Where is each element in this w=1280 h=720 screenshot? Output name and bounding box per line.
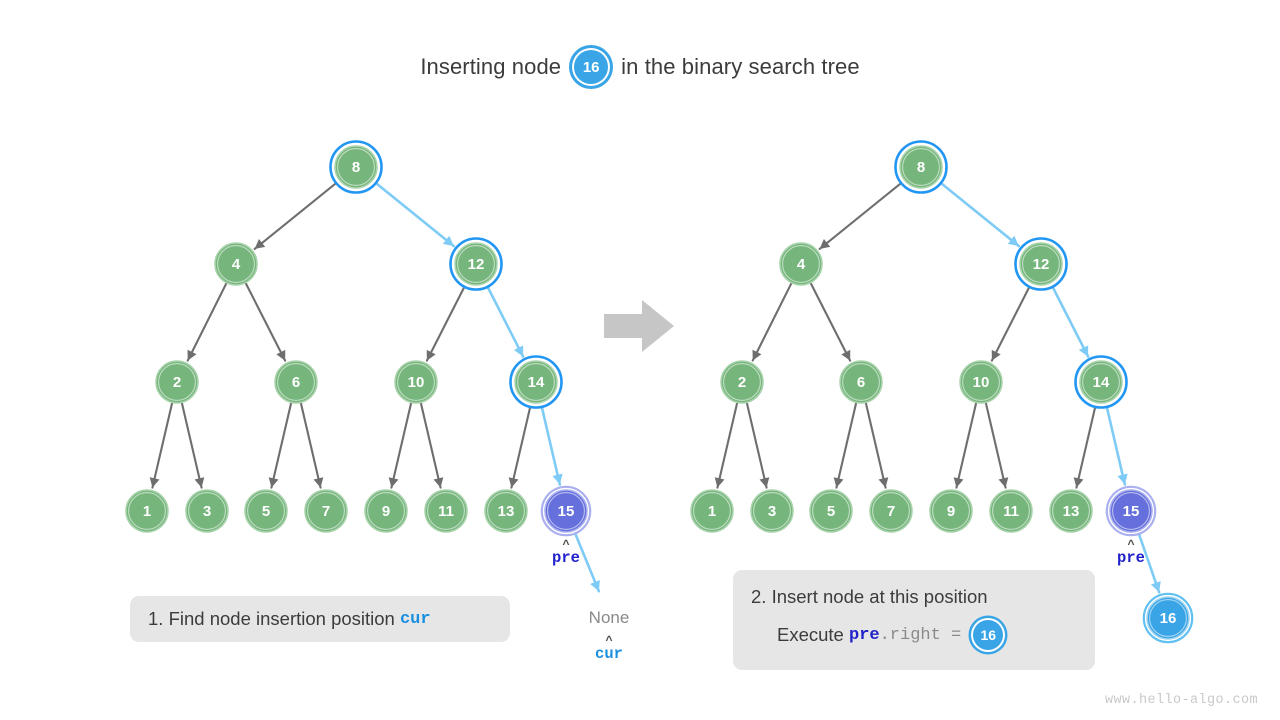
tree-node-8[interactable]: 8 [329, 140, 383, 194]
node-label: 2 [738, 374, 746, 391]
tree-node-10[interactable]: 10 [394, 360, 438, 404]
node-label: 9 [947, 503, 955, 520]
node-label: 10 [408, 374, 425, 391]
node-label: 15 [558, 503, 575, 520]
node-label: 12 [468, 256, 485, 273]
node-label: 13 [1063, 503, 1080, 520]
tree-node-16[interactable]: 16 [1142, 592, 1194, 644]
tree-node-12[interactable]: 12 [1014, 237, 1068, 291]
tree-node-5[interactable]: 5 [809, 489, 853, 533]
node-label: 8 [352, 159, 360, 176]
tree-node-7[interactable]: 7 [869, 489, 913, 533]
pointer-text: cur [595, 645, 623, 663]
tree-node-13[interactable]: 13 [1049, 489, 1093, 533]
tree-node-11[interactable]: 11 [424, 489, 468, 533]
node-label: 6 [857, 374, 865, 391]
node-label: 16 [1160, 610, 1177, 627]
caption-node-badge-16: 16 [971, 618, 1006, 652]
caption-index-1: 1. [148, 608, 164, 629]
tree-node-6[interactable]: 6 [839, 360, 883, 404]
node-label: 9 [382, 503, 390, 520]
tree-node-9[interactable]: 9 [929, 489, 973, 533]
node-label: 14 [528, 374, 545, 391]
node-label: 14 [1093, 374, 1110, 391]
tree-node-12[interactable]: 12 [449, 237, 503, 291]
tree-node-3[interactable]: 3 [185, 489, 229, 533]
pointer-caret-icon: ^ [1127, 537, 1135, 551]
pointer-caret-icon: ^ [562, 537, 570, 551]
caption-execute-word: Execute [777, 624, 844, 645]
tree-node-15[interactable]: 15 [540, 485, 592, 537]
caption-code-pre: pre [849, 625, 880, 645]
tree-node-13[interactable]: 13 [484, 489, 528, 533]
tree-node-7[interactable]: 7 [304, 489, 348, 533]
caption-box-step-1: 1. Find node insertion position cur [130, 596, 510, 642]
title-prefix: Inserting node [420, 54, 562, 79]
pointer-text: pre [552, 549, 580, 567]
tree-node-1[interactable]: 1 [125, 489, 169, 533]
page-title: Inserting node 16 in the binary search t… [0, 48, 1280, 86]
node-label: 7 [887, 503, 895, 520]
node-label: 5 [262, 503, 270, 520]
tree-node-4[interactable]: 4 [779, 242, 823, 286]
caption-index-2: 2. [751, 586, 767, 607]
caption-code-right: .right = [879, 625, 962, 645]
tree-node-9[interactable]: 9 [364, 489, 408, 533]
caption-text-2: Insert node at this position [771, 586, 988, 607]
tree-node-14[interactable]: 14 [1074, 355, 1128, 409]
node-label: 10 [973, 374, 990, 391]
pointer-text: pre [1117, 549, 1145, 567]
pointer-label-pre: ^pre [526, 537, 606, 567]
pointer-label-cur: ^cur [569, 633, 649, 663]
node-label: 3 [768, 503, 776, 520]
node-label: 11 [1003, 503, 1019, 520]
tree-node-1[interactable]: 1 [690, 489, 734, 533]
none-label: None [588, 608, 630, 627]
tree-node-8[interactable]: 8 [894, 140, 948, 194]
tree-node-6[interactable]: 6 [274, 360, 318, 404]
caption-code-cur: cur [399, 609, 431, 629]
node-label: 11 [438, 503, 454, 520]
tree-node-5[interactable]: 5 [244, 489, 288, 533]
tree-node-14[interactable]: 14 [509, 355, 563, 409]
tree-node-10[interactable]: 10 [959, 360, 1003, 404]
node-label: 2 [173, 374, 181, 391]
pointer-label-pre: ^pre [1091, 537, 1171, 567]
node-label: 12 [1033, 256, 1050, 273]
node-label: 8 [917, 159, 925, 176]
node-label: 4 [797, 256, 806, 273]
node-label: 15 [1123, 503, 1140, 520]
node-label: 7 [322, 503, 330, 520]
node-label: 13 [498, 503, 515, 520]
pointer-caret-icon: ^ [605, 633, 613, 647]
tree-node-15[interactable]: 15 [1105, 485, 1157, 537]
tree-node-11[interactable]: 11 [989, 489, 1033, 533]
title-node-badge: 16 [572, 48, 611, 86]
tree-node-2[interactable]: 2 [155, 360, 199, 404]
watermark: www.hello-algo.com [1104, 693, 1258, 708]
node-label: 1 [143, 503, 151, 520]
caption-box-step-2: 2. Insert node at this position Execute … [733, 570, 1095, 670]
node-label: 5 [827, 503, 835, 520]
tree-node-3[interactable]: 3 [750, 489, 794, 533]
node-label: 4 [232, 256, 241, 273]
tree-node-4[interactable]: 4 [214, 242, 258, 286]
tree-node-2[interactable]: 2 [720, 360, 764, 404]
node-label: 6 [292, 374, 300, 391]
node-label: 1 [708, 503, 716, 520]
title-suffix: in the binary search tree [621, 54, 860, 79]
node-label: 3 [203, 503, 211, 520]
transition-arrow-icon [604, 300, 674, 352]
caption-text-1: Find node insertion position [168, 608, 395, 629]
